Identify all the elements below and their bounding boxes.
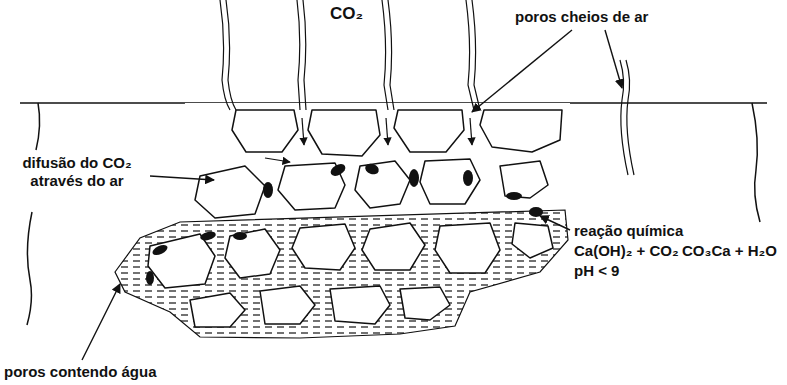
reaction-deposits [146, 162, 543, 285]
leader-arrows [82, 30, 622, 360]
label-text: CO₃Ca + H₂O [682, 242, 777, 260]
diffusion-arrows [265, 118, 472, 162]
label-text: pH < 9 [574, 262, 619, 280]
label-text: poros cheios de ar [515, 8, 648, 26]
label-text: Ca(OH)₂ + CO₂ [574, 242, 679, 260]
label-text: poros contendo água [4, 363, 157, 381]
water-pores [115, 210, 568, 338]
label-text: reação química [574, 222, 683, 240]
label-text: CO₂ [330, 4, 363, 24]
label-text: difusão do CO₂ através do ar [8, 154, 146, 190]
air-pores [178, 103, 572, 224]
cement-grains [148, 110, 562, 327]
surface-cracks [220, 0, 634, 175]
